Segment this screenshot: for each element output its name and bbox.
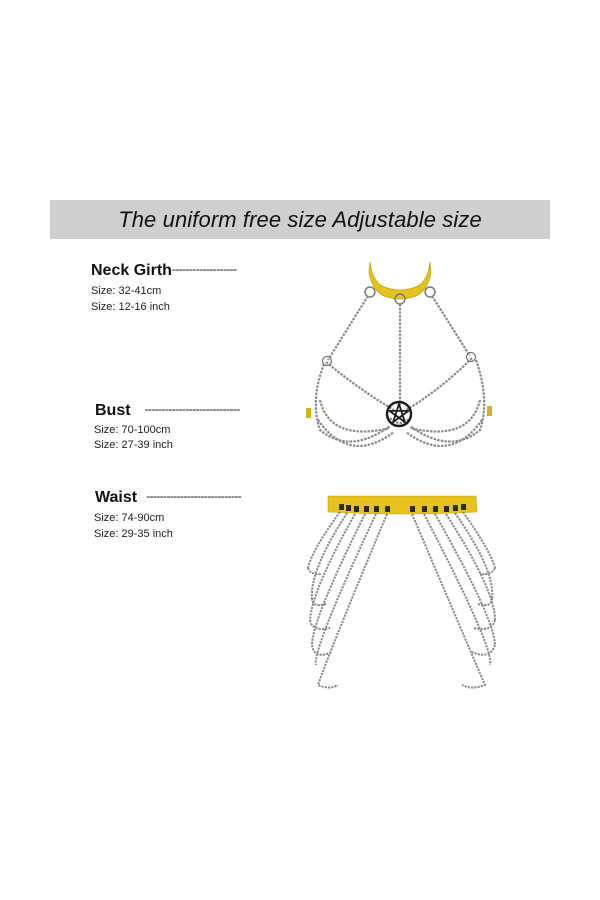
- pentagram-icon: [385, 400, 413, 428]
- harness-image: [290, 250, 510, 470]
- leader-dashes: ----------------------------: [144, 402, 241, 416]
- size-label: Bust: [95, 402, 131, 419]
- leader-dashes: ----------------------------: [146, 489, 242, 503]
- size-cm: Size: 32-41cm: [91, 285, 162, 297]
- size-cm: Size: 74-90cm: [94, 512, 165, 524]
- harness-illustration: [306, 261, 492, 448]
- size-heading-bust: Bust ----------------------------: [95, 402, 240, 420]
- size-inch: Size: 12-16 inch: [91, 301, 170, 313]
- leader-dashes: -------------------: [171, 262, 237, 276]
- waist-belt-image: [290, 480, 510, 700]
- size-label: Neck Girth: [91, 262, 172, 279]
- banner-title: The uniform free size Adjustable size: [118, 206, 482, 232]
- size-heading-waist: Waist ----------------------------: [95, 489, 242, 507]
- size-inch: Size: 29-35 inch: [94, 528, 173, 540]
- size-label: Waist: [95, 489, 138, 506]
- waist-belt-illustration: [307, 495, 496, 689]
- size-inch: Size: 27-39 inch: [94, 439, 173, 451]
- size-cm: Size: 70-100cm: [94, 424, 171, 436]
- collar: [368, 261, 432, 300]
- size-heading-neck-girth: Neck Girth-------------------: [91, 262, 237, 280]
- title-banner: The uniform free size Adjustable size: [50, 200, 550, 239]
